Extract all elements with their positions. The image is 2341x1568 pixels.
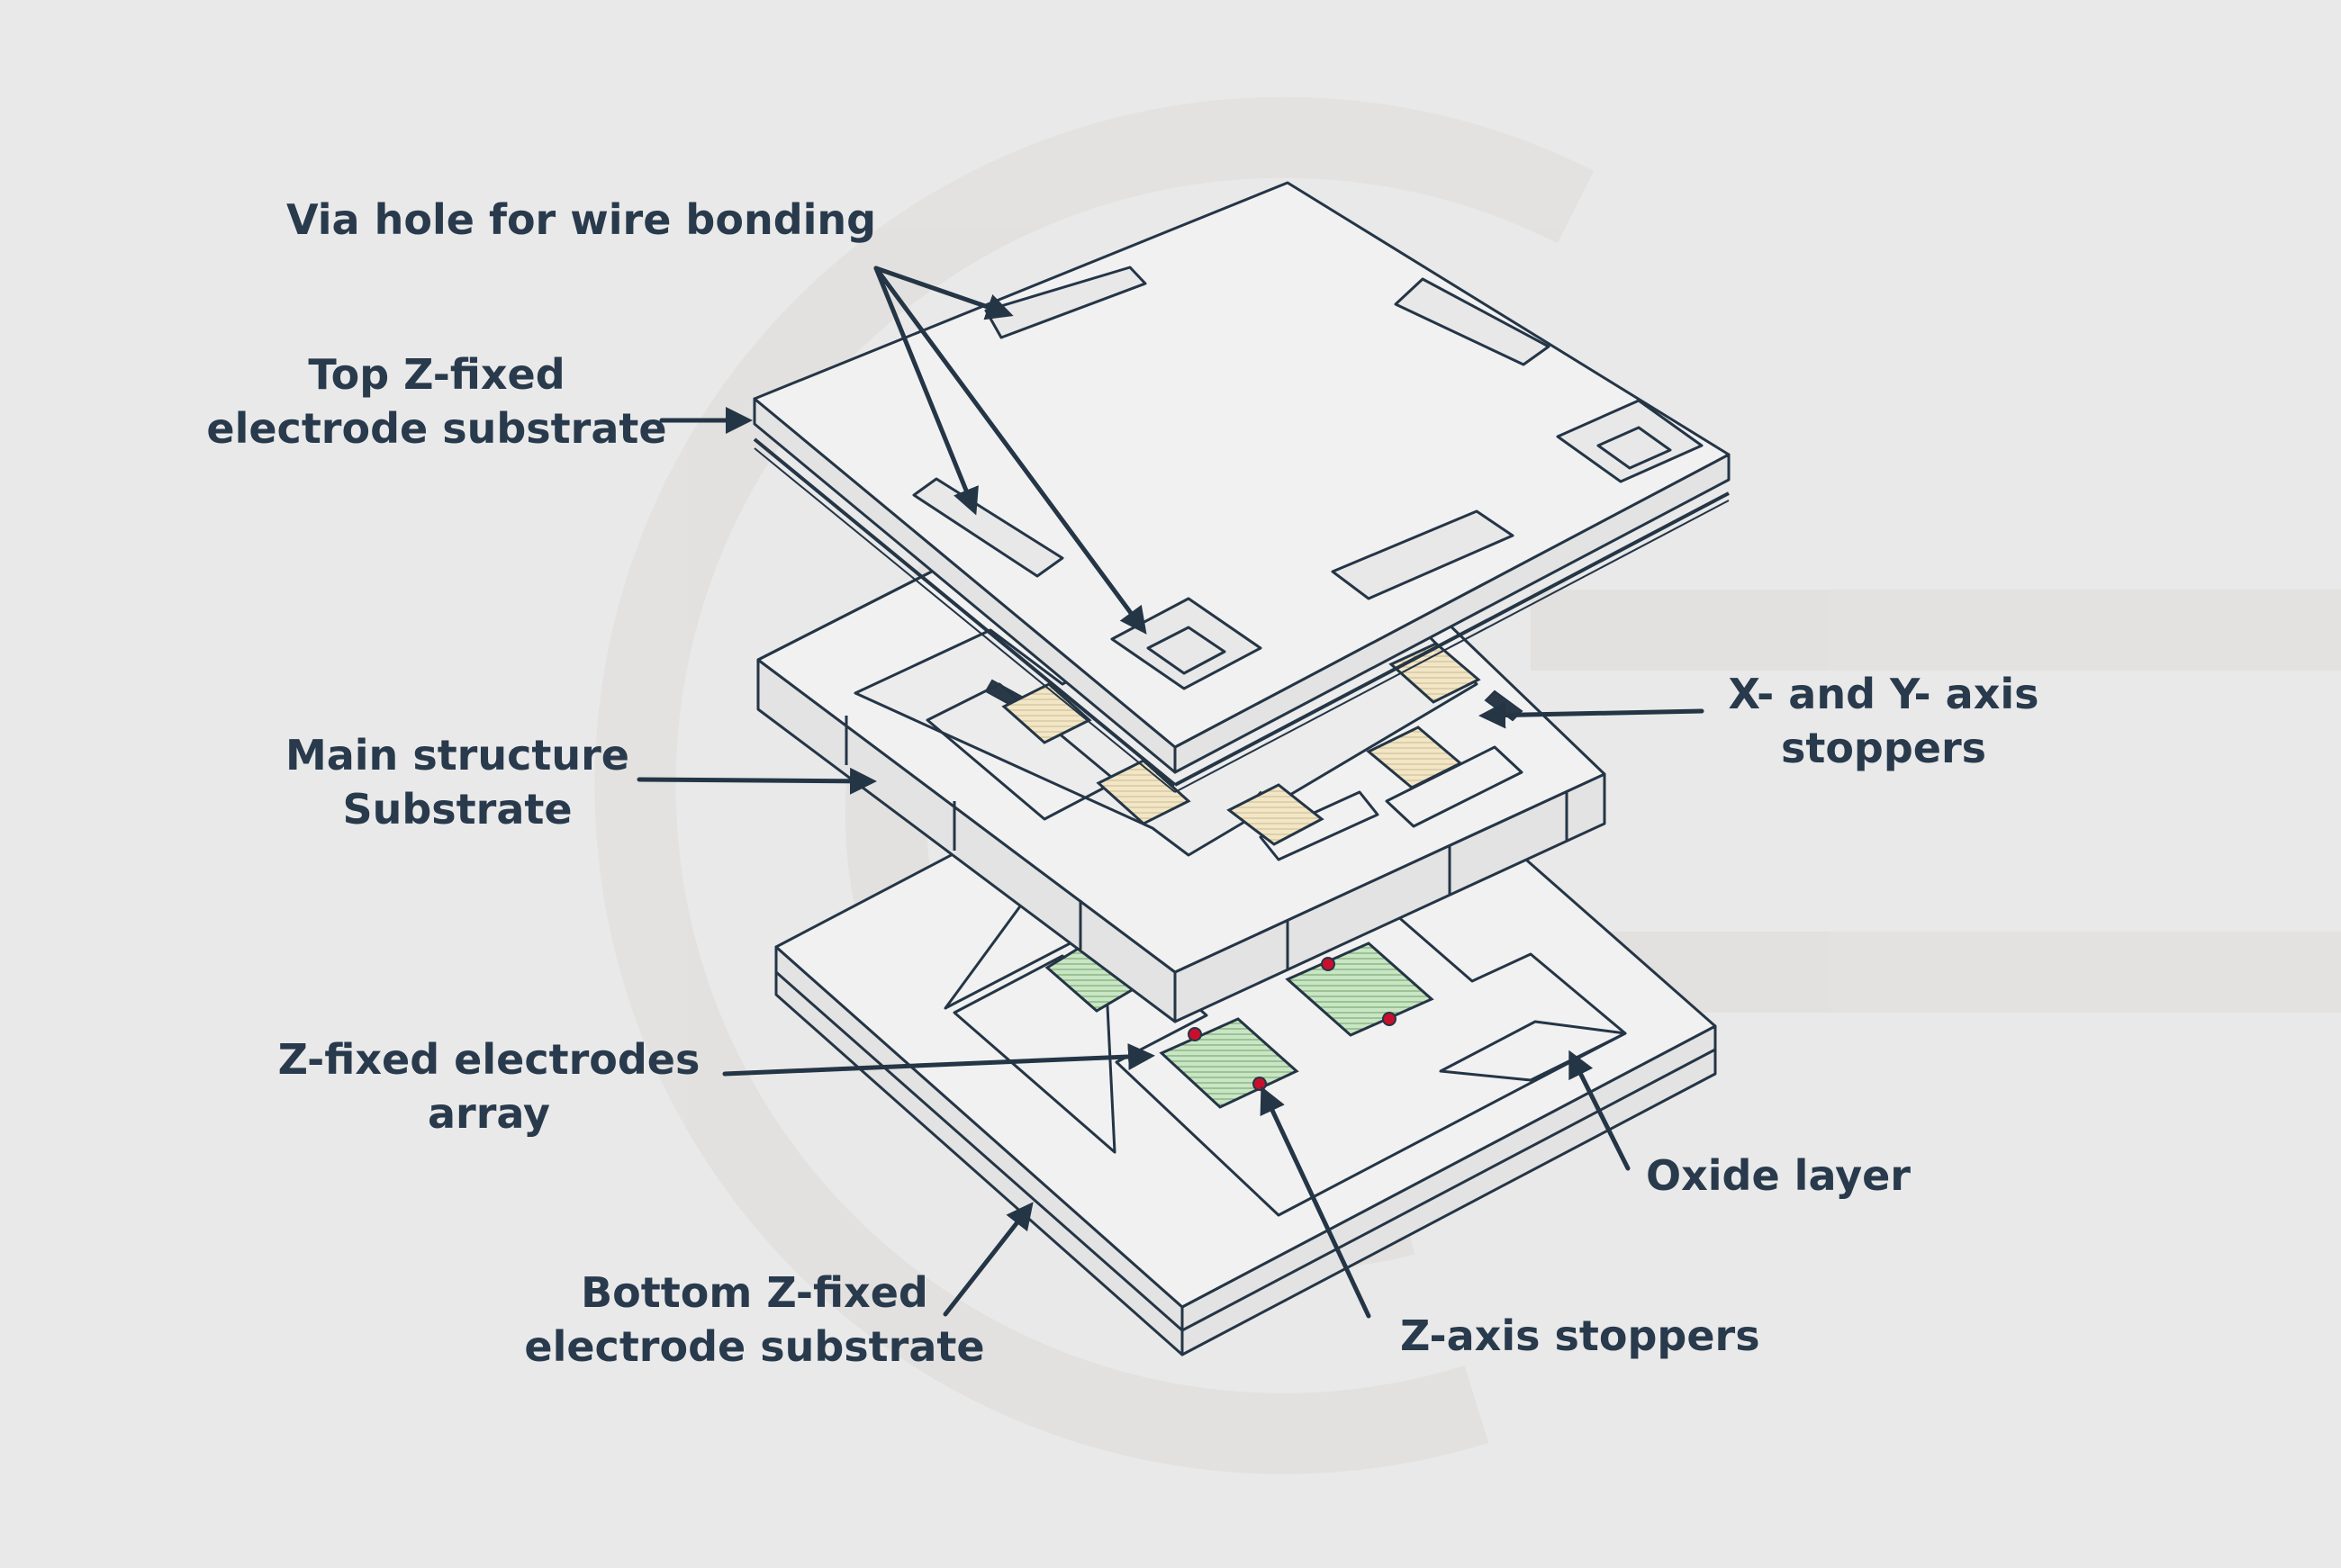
xy-electrode-pad-2 xyxy=(1096,759,1191,825)
via-hole-slot-top xyxy=(984,266,1147,339)
label-bottom-substrate-line1: Bottom Z-fixed xyxy=(581,1268,928,1317)
label-top-substrate: Top Z-fixed electrode substrate xyxy=(206,350,753,453)
label-top-substrate-line1: Top Z-fixed xyxy=(308,350,565,399)
xy-electrode-pad-1 xyxy=(1001,682,1092,744)
label-z-electrodes: Z-fixed electrodes array xyxy=(278,1035,1155,1138)
label-via-hole-text: Via hole for wire bonding xyxy=(286,195,876,244)
label-xy-stoppers: X- and Y- axis stoppers xyxy=(1478,670,2039,772)
label-z-electrodes-line2: array xyxy=(428,1089,550,1138)
via-hole-slot-bottom xyxy=(1331,509,1514,600)
label-z-stoppers: Z-axis stoppers xyxy=(1260,1086,1760,1360)
label-main-structure-line1: Main structure xyxy=(285,731,629,779)
label-main-structure: Main structure Substrate xyxy=(285,731,877,834)
label-z-electrodes-line1: Z-fixed electrodes xyxy=(278,1035,700,1084)
via-hole-slot-right xyxy=(1394,277,1550,366)
top-substrate-layer xyxy=(753,181,1731,793)
label-z-stoppers-text: Z-axis stoppers xyxy=(1400,1311,1760,1360)
label-top-substrate-line2: electrode substrate xyxy=(206,404,666,453)
z-stopper-dot-4 xyxy=(1382,1012,1396,1026)
z-stopper-dot-1 xyxy=(1188,1027,1202,1041)
label-main-structure-line2: Substrate xyxy=(342,785,572,834)
label-xy-stoppers-line2: stoppers xyxy=(1781,724,1986,772)
via-hole-slot-left xyxy=(912,477,1064,578)
label-bottom-substrate: Bottom Z-fixed electrode substrate xyxy=(524,1202,1034,1371)
xy-electrode-pad-3 xyxy=(1226,783,1324,846)
z-stopper-dot-3 xyxy=(1321,957,1335,971)
label-xy-stoppers-line1: X- and Y- axis xyxy=(1728,670,2038,718)
label-oxide-layer: Oxide layer xyxy=(1568,1050,1911,1200)
label-oxide-layer-text: Oxide layer xyxy=(1646,1151,1911,1200)
xy-electrode-pad-4 xyxy=(1366,725,1463,789)
z-stopper-dot-2 xyxy=(1252,1077,1267,1091)
label-bottom-substrate-line2: electrode substrate xyxy=(524,1322,984,1371)
label-via-hole: Via hole for wire bonding xyxy=(286,195,1147,635)
